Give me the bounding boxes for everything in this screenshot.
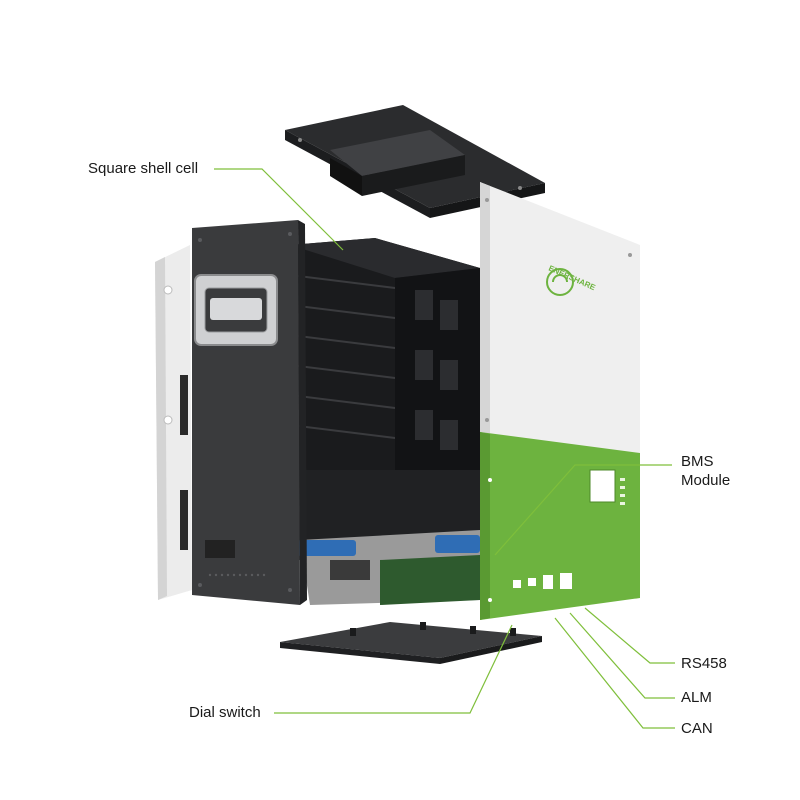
left-side-bracket: [155, 245, 192, 600]
leader-square-shell-cell: [214, 168, 344, 251]
label-can: CAN: [681, 720, 713, 737]
leader-rs458: [584, 607, 675, 664]
leader-bms-module: [494, 464, 672, 556]
bottom-plate: [280, 622, 542, 664]
label-dial-switch: Dial switch: [189, 704, 261, 721]
front-panel-green: [480, 432, 640, 620]
label-bms-module-line1: BMS: [681, 453, 714, 470]
leader-alm: [569, 612, 675, 699]
front-panel-white: [480, 182, 640, 455]
label-rs458: RS458: [681, 655, 727, 672]
internal-tray: [280, 470, 480, 605]
brand-logo: [546, 268, 574, 296]
label-bms-module: BMS Module: [681, 452, 730, 490]
cell-stack: [289, 238, 481, 490]
label-bms-module-line2: Module: [681, 472, 731, 489]
label-alm: ALM: [681, 689, 712, 706]
carry-handle: [194, 274, 278, 346]
label-square-shell-cell: Square shell cell: [88, 160, 199, 177]
leader-dial-switch: [274, 624, 513, 714]
leader-lines: [214, 168, 675, 729]
leader-can: [554, 617, 675, 729]
